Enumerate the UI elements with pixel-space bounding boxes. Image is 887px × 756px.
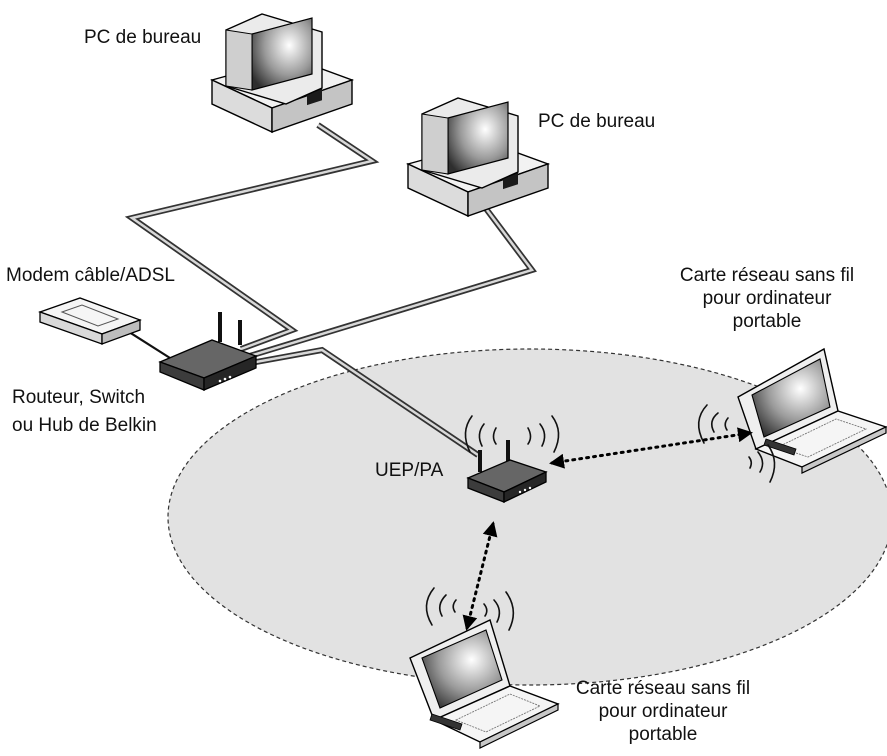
access-point-icon xyxy=(466,440,548,504)
label-card-bottom-line3: portable xyxy=(628,724,698,745)
label-card-right: Carte réseau sans fil pour ordinateur po… xyxy=(662,264,872,333)
label-card-right-line3: portable xyxy=(732,311,802,332)
desktop-pc-icon xyxy=(405,97,551,218)
label-card-right-line1: Carte réseau sans fil xyxy=(679,265,855,286)
label-router-line2: ou Hub de Belkin xyxy=(12,415,157,436)
label-card-bottom: Carte réseau sans fil pour ordinateur po… xyxy=(558,677,768,746)
label-card-right-line2: pour ordinateur xyxy=(702,288,832,309)
modem-icon xyxy=(38,297,142,345)
label-card-bottom-line1: Carte réseau sans fil xyxy=(575,678,751,699)
desktop-pc-icon xyxy=(209,13,355,134)
label-pc-top: PC de bureau xyxy=(84,27,202,48)
laptop-icon xyxy=(737,347,887,474)
wireless-link-ap-to-laptop-right xyxy=(549,427,753,469)
router-icon xyxy=(158,312,258,391)
label-modem: Modem câble/ADSL xyxy=(6,265,175,286)
label-pc-right: PC de bureau xyxy=(538,111,656,132)
label-card-bottom-line2: pour ordinateur xyxy=(598,701,728,722)
label-access-point: UEP/PA xyxy=(375,460,444,481)
cable-router-to-pc-top xyxy=(124,122,380,352)
label-router-line1: Routeur, Switch xyxy=(12,387,146,408)
laptop-icon xyxy=(409,619,560,749)
label-router: Routeur, Switch ou Hub de Belkin xyxy=(12,386,157,437)
